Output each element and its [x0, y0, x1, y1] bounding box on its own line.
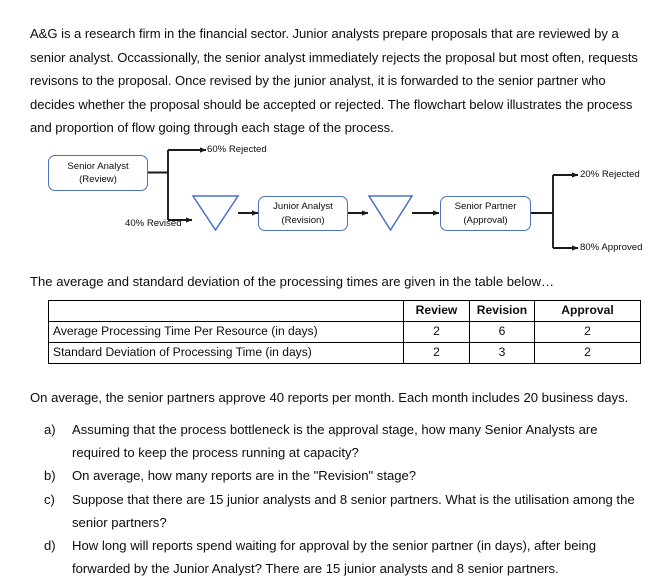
question-item-d: d) How long will reports spend waiting f…: [44, 534, 644, 580]
question-marker-b: b): [44, 468, 56, 484]
table-header-row: Review Revision Approval: [48, 300, 641, 322]
flow-node-senior-analyst-line2: (Review): [79, 174, 117, 185]
average-reports-line: On average, the senior partners approve …: [30, 390, 629, 405]
processing-times-table: Review Revision Approval Average Process…: [48, 300, 641, 364]
table-header-blank: [48, 300, 404, 322]
flow-node-senior-partner[interactable]: Senior Partner (Approval): [440, 196, 531, 231]
question-text-a: Assuming that the process bottleneck is …: [72, 422, 598, 461]
flow-node-junior-analyst-line2: (Revision): [281, 214, 325, 226]
flow-label-rejected-review: 60% Rejected: [207, 144, 267, 155]
question-item-c: c) Suppose that there are 15 junior anal…: [44, 488, 644, 534]
table-row-1-label: Standard Deviation of Processing Time (i…: [48, 342, 404, 364]
table-row-1-revision: 3: [469, 342, 535, 364]
flow-node-senior-analyst-line1: Senior Analyst: [67, 160, 129, 172]
table-row-0-revision: 6: [469, 321, 535, 343]
table-row-0-approval: 2: [534, 321, 641, 343]
table-header-review: Review: [403, 300, 470, 322]
question-item-a: a) Assuming that the process bottleneck …: [44, 418, 644, 464]
buffer-1-triangle: [191, 195, 240, 232]
question-text-d: How long will reports spend waiting for …: [72, 538, 597, 577]
table-row: Average Processing Time Per Resource (in…: [48, 321, 641, 343]
table-row-0-review: 2: [403, 321, 470, 343]
intro-paragraph: A&G is a research firm in the financial …: [30, 26, 638, 136]
questions-list: a) Assuming that the process bottleneck …: [44, 418, 644, 580]
flow-label-rejected-approval: 20% Rejected: [580, 169, 640, 180]
question-text-b: On average, how many reports are in the …: [72, 468, 417, 484]
question-marker-a: a): [44, 422, 56, 437]
buffer-2-triangle: [367, 195, 414, 232]
flow-node-junior-analyst[interactable]: Junior Analyst (Revision): [258, 196, 348, 231]
table-row-1-review: 2: [403, 342, 470, 364]
flow-node-junior-analyst-line1: Junior Analyst: [273, 201, 333, 213]
table-header-approval: Approval: [534, 300, 641, 322]
flow-label-revised: 40% Revised: [125, 218, 182, 229]
table-row-0-label: Average Processing Time Per Resource (in…: [48, 321, 404, 343]
question-marker-c: c): [44, 491, 55, 507]
question-text-c: Suppose that there are 15 junior analyst…: [72, 491, 635, 530]
flow-node-senior-partner-line1: Senior Partner: [454, 201, 517, 213]
process-flowchart: Senior Analyst (Review) Junior Analyst (…: [0, 130, 664, 265]
flowchart-connectors: [148, 147, 579, 251]
question-item-b: b) On average, how many reports are in t…: [44, 464, 644, 487]
flow-node-senior-partner-line2: (Approval): [463, 214, 508, 226]
flow-node-senior-analyst[interactable]: Senior Analyst (Review): [48, 155, 148, 191]
flow-label-approved: 80% Approved: [580, 242, 643, 253]
question-marker-d: d): [44, 538, 56, 554]
table-row: Standard Deviation of Processing Time (i…: [48, 342, 641, 364]
table-header-revision: Revision: [469, 300, 535, 322]
table-intro-text: The average and standard deviation of th…: [30, 274, 555, 289]
table-row-1-approval: 2: [534, 342, 641, 364]
